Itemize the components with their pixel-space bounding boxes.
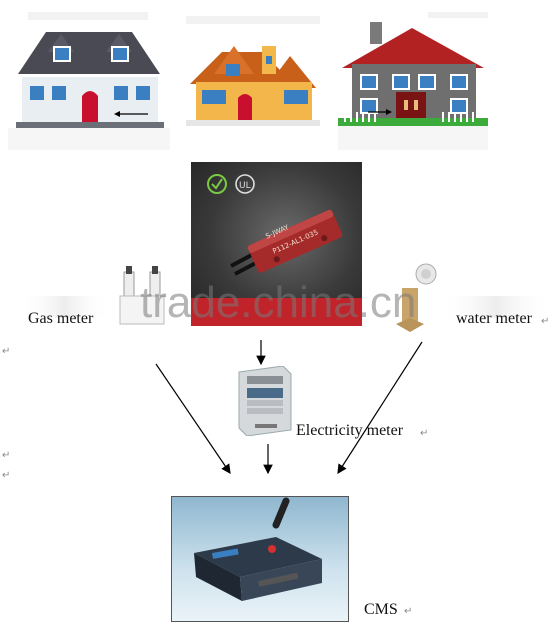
cms-device-image	[171, 496, 349, 622]
house-middle-image	[186, 16, 320, 126]
gas-meter-label: Gas meter	[28, 310, 94, 327]
electricity-meter-image	[238, 366, 292, 436]
sensor-red-band	[191, 298, 362, 326]
paragraph-mark-1: ↵	[2, 346, 11, 357]
svg-text:UL: UL	[239, 181, 251, 191]
gas-meter-image	[119, 266, 165, 325]
paragraph-mark-2: ↵	[2, 450, 11, 461]
paragraph-mark-cms: ↵	[404, 606, 413, 617]
reed-sensor-image: UL S-JWAY P112-AL1-035	[191, 162, 362, 326]
water-meter-label: water meter	[456, 310, 532, 327]
house-right-image	[338, 12, 488, 150]
watermark-text: trade.china.cn	[140, 278, 417, 327]
cms-label: CMS	[364, 601, 398, 618]
watermark-band	[0, 288, 552, 328]
paragraph-mark-water: ↵	[541, 316, 550, 327]
electricity-meter-label: Electricity meter	[296, 422, 404, 439]
house-left-image	[8, 12, 170, 150]
paragraph-mark-electricity: ↵	[420, 428, 429, 439]
water-meter-image	[396, 263, 437, 332]
paragraph-mark-3: ↵	[2, 470, 11, 481]
